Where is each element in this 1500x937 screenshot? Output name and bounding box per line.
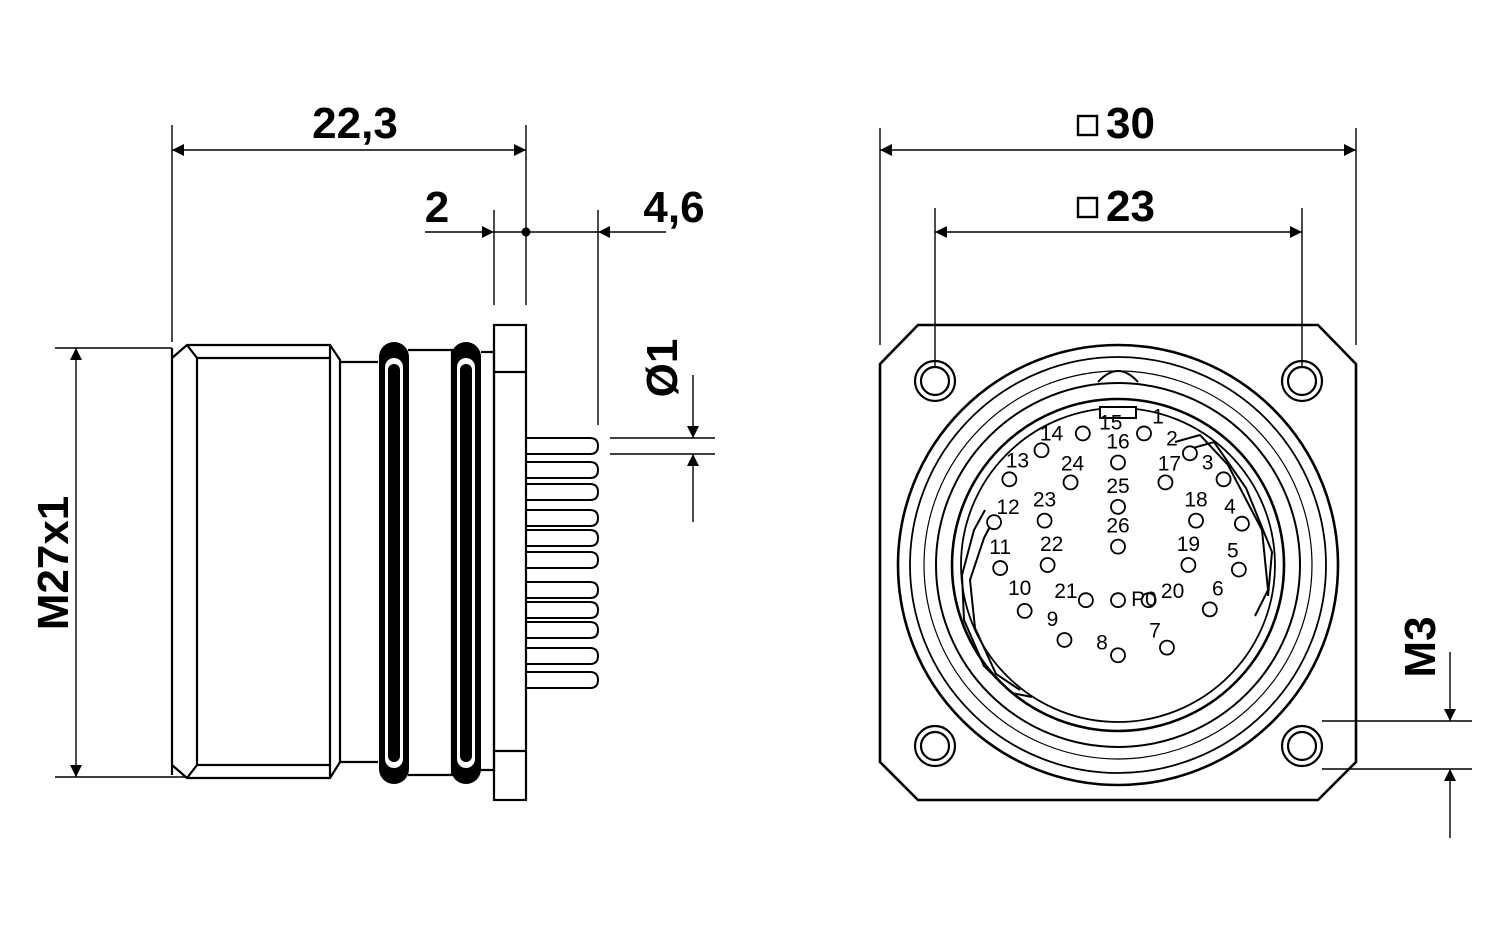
pin-15-hole bbox=[1074, 425, 1091, 442]
pin-14-hole bbox=[1033, 442, 1050, 459]
dim-gap-lines bbox=[425, 210, 666, 425]
square-symbol-icon bbox=[1076, 196, 1099, 219]
pin-21-hole bbox=[1077, 592, 1094, 609]
pin-9-label: 9 bbox=[1047, 608, 1059, 631]
pin-11-hole bbox=[992, 560, 1009, 576]
dim-pin-diameter-label: Ø1 bbox=[638, 339, 687, 398]
pin-3-label: 3 bbox=[1202, 451, 1214, 474]
coding-key bbox=[1097, 370, 1139, 419]
pin-6-label: 6 bbox=[1212, 577, 1224, 600]
dim-thread-lines bbox=[55, 347, 185, 778]
pin-1-hole bbox=[1136, 425, 1152, 442]
pin-5-label: 5 bbox=[1227, 540, 1239, 563]
pin-p0-hole bbox=[1110, 592, 1126, 609]
pin-13-label: 13 bbox=[1006, 449, 1029, 472]
pin-5-hole bbox=[1230, 561, 1247, 578]
pin-25-label: 25 bbox=[1106, 475, 1129, 498]
dim-pin-diameter-lines bbox=[610, 375, 715, 522]
flange-outline bbox=[878, 323, 1358, 802]
pin-17-hole bbox=[1157, 474, 1174, 491]
pin-7-hole bbox=[1159, 639, 1175, 656]
dim-length-label: 22,3 bbox=[312, 99, 398, 148]
pin-19-label: 19 bbox=[1177, 533, 1200, 556]
pin-2-label: 2 bbox=[1166, 427, 1178, 450]
dim-outer-label: 30 bbox=[1106, 99, 1155, 148]
pin-20-label: 20 bbox=[1161, 580, 1184, 603]
pin-13-hole bbox=[1001, 471, 1018, 488]
connector-barrel bbox=[170, 343, 496, 780]
dim-outer-lines bbox=[879, 128, 1357, 345]
dim-length-lines bbox=[171, 125, 527, 342]
pin-23-hole bbox=[1036, 512, 1053, 529]
pin-8-hole bbox=[1110, 647, 1126, 664]
side-view: 22,3 2 4,6 Ø1 M27x1 bbox=[29, 99, 715, 802]
square-symbol-icon bbox=[1076, 114, 1099, 137]
pin-23-label: 23 bbox=[1033, 489, 1056, 512]
pin-16-hole bbox=[1110, 454, 1126, 471]
pin-10-hole bbox=[1016, 603, 1033, 619]
pin-26-label: 26 bbox=[1106, 515, 1129, 538]
pin-15-label: 15 bbox=[1099, 411, 1122, 434]
dim-dot bbox=[521, 227, 531, 237]
pin-18-label: 18 bbox=[1184, 489, 1207, 512]
pin-10-label: 10 bbox=[1008, 577, 1031, 600]
dim-gap-label: 2 bbox=[425, 183, 449, 232]
pin-8-label: 8 bbox=[1096, 631, 1108, 654]
pin-2-hole bbox=[1182, 445, 1198, 462]
dim-hole-lines bbox=[934, 208, 1303, 368]
pin-17-label: 17 bbox=[1158, 452, 1181, 475]
pin-26-hole bbox=[1110, 538, 1126, 555]
pin-6-hole bbox=[1201, 601, 1218, 618]
pin-12-label: 12 bbox=[996, 496, 1019, 519]
dim-thread-label: M27x1 bbox=[29, 496, 78, 631]
pin-9-hole bbox=[1056, 632, 1073, 648]
pin-22-hole bbox=[1039, 557, 1056, 573]
pin-21-label: 21 bbox=[1054, 580, 1077, 603]
pin-7-label: 7 bbox=[1149, 620, 1161, 643]
pin-25-hole bbox=[1110, 498, 1126, 515]
contact-pins bbox=[526, 437, 600, 689]
pin-3-hole bbox=[1215, 471, 1232, 488]
pin-p0-label: P0 bbox=[1131, 588, 1157, 611]
pin-24-hole bbox=[1062, 474, 1079, 491]
dim-screw-label: M3 bbox=[1396, 616, 1445, 677]
pin-18-hole bbox=[1188, 512, 1204, 529]
pin-24-label: 24 bbox=[1061, 452, 1085, 475]
bayonet-segments bbox=[960, 433, 1274, 698]
pin-16-label: 16 bbox=[1106, 430, 1129, 453]
dim-hole-label: 23 bbox=[1106, 182, 1155, 231]
pin-1-label: 1 bbox=[1152, 405, 1164, 428]
pin-22-label: 22 bbox=[1040, 533, 1063, 556]
pin-20-hole bbox=[1140, 592, 1157, 609]
pin-4-hole bbox=[1234, 515, 1250, 532]
pin-19-hole bbox=[1180, 557, 1197, 573]
flange bbox=[492, 323, 528, 802]
pin-14-label: 14 bbox=[1040, 422, 1064, 445]
dim-pin-length-label: 4,6 bbox=[643, 183, 704, 232]
pin-11-label: 11 bbox=[989, 536, 1011, 559]
pin-12-hole bbox=[986, 514, 1002, 531]
dim-screw-lines bbox=[1322, 652, 1472, 838]
o-rings bbox=[379, 342, 481, 784]
pin-4-label: 4 bbox=[1224, 496, 1236, 519]
